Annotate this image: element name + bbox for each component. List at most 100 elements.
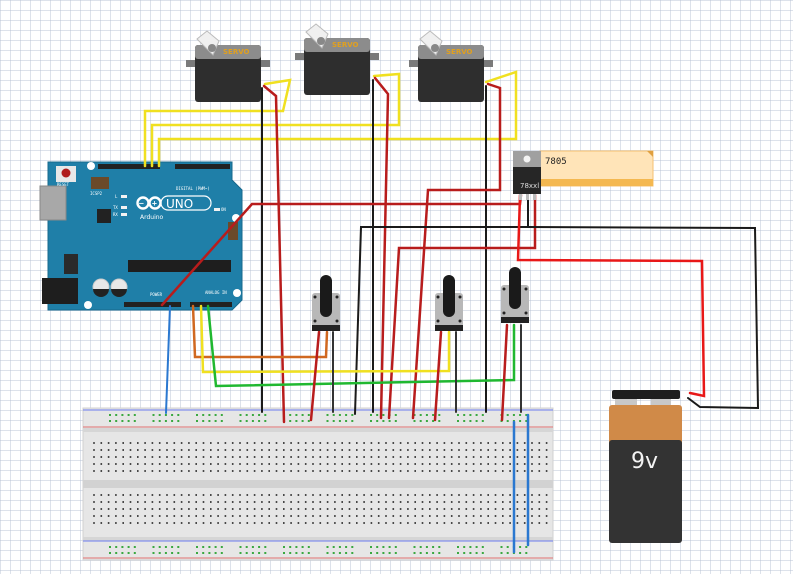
regulator-pin-input <box>519 194 522 200</box>
wire-pot2-power[interactable] <box>433 330 443 422</box>
terminal-hole <box>348 501 351 503</box>
rail-hole <box>251 414 254 416</box>
rail-hole <box>202 420 205 422</box>
rail-hole <box>506 414 509 416</box>
breadboard[interactable] <box>82 407 554 561</box>
terminal-hole <box>516 470 519 472</box>
terminal-hole <box>261 494 263 496</box>
rail-hole <box>171 552 174 554</box>
rail-hole <box>283 546 285 548</box>
terminal-hole <box>158 522 161 524</box>
rail-hole <box>388 546 391 548</box>
terminal-hole <box>509 508 511 510</box>
terminal-hole <box>399 463 402 465</box>
terminal-hole <box>348 456 351 458</box>
wire-pot1-power[interactable] <box>309 330 321 422</box>
terminal-hole <box>297 508 300 510</box>
potentiometer[interactable] <box>501 267 529 323</box>
terminal-hole <box>531 442 533 444</box>
terminal-hole <box>545 508 548 510</box>
led-tx <box>121 206 127 209</box>
regulator-pin-ground <box>526 194 529 200</box>
led-rx <box>121 213 127 216</box>
servo-motor[interactable]: SERVO <box>186 30 270 102</box>
terminal-hole <box>202 522 205 524</box>
pot-screw <box>436 319 440 323</box>
wire-servo1-power[interactable] <box>262 84 286 424</box>
wire-regulator-output[interactable] <box>387 193 537 420</box>
battery-9v[interactable]: 9v <box>609 390 682 543</box>
terminal-hole <box>502 449 504 451</box>
terminal-hole <box>283 508 285 510</box>
wire-regulator-ground[interactable] <box>354 194 529 415</box>
terminal-hole <box>363 449 365 451</box>
wire-analog-a1[interactable] <box>199 304 451 374</box>
terminal-hole <box>93 515 95 517</box>
terminal-hole <box>304 494 307 496</box>
rail-hole <box>419 414 422 416</box>
pot-knob[interactable] <box>320 275 332 317</box>
servo-shaft <box>317 37 325 45</box>
terminal-hole <box>261 456 263 458</box>
wire-servo3-power[interactable] <box>411 82 502 420</box>
rail-hole <box>419 420 422 422</box>
terminal-hole <box>202 463 205 465</box>
arduino-uno[interactable]: RESET DIGITAL (PWM~) ICSP2 L TX RX ON − … <box>39 161 243 311</box>
terminal-hole <box>93 470 95 472</box>
terminal-hole <box>312 442 314 444</box>
pot-knob[interactable] <box>509 267 521 309</box>
wire-battery-negative[interactable] <box>527 226 760 410</box>
terminal-hole <box>450 456 453 458</box>
voltage-regulator-7805[interactable]: 7805 78xxl <box>513 150 654 200</box>
terminal-hole <box>166 442 168 444</box>
potentiometer[interactable] <box>312 275 340 331</box>
terminal-hole <box>231 442 234 444</box>
terminal-hole <box>246 501 249 503</box>
terminal-hole <box>129 456 132 458</box>
regulator-pin-output <box>533 194 536 200</box>
wire-arduino-ground[interactable] <box>165 305 171 414</box>
terminal-hole <box>421 494 424 496</box>
servo-motor[interactable]: SERVO <box>295 23 379 95</box>
rail-hole <box>196 546 198 548</box>
terminal-hole <box>283 442 285 444</box>
wire-servo2-power[interactable] <box>373 76 390 420</box>
servo-shaft <box>431 44 439 52</box>
wire-servo2-signal[interactable] <box>150 72 401 168</box>
servo-motor[interactable]: SERVO <box>409 30 493 102</box>
terminal-hole <box>224 501 227 503</box>
rail-hole <box>525 414 528 416</box>
terminal-hole <box>370 449 373 451</box>
terminal-hole <box>523 442 526 444</box>
terminal-hole <box>414 522 416 524</box>
terminal-hole <box>129 463 132 465</box>
terminal-hole <box>224 522 227 524</box>
wire-pot3-power[interactable] <box>500 323 509 422</box>
rail-hole <box>158 552 161 554</box>
terminal-hole <box>545 501 548 503</box>
wire-analog-a0[interactable] <box>191 304 329 359</box>
terminal-hole <box>494 456 497 458</box>
terminal-hole <box>166 470 168 472</box>
terminal-hole <box>93 508 95 510</box>
voltage-regulator-chip <box>64 254 78 274</box>
terminal-hole <box>158 494 161 496</box>
servo-body <box>195 45 261 102</box>
battery-body <box>609 440 682 543</box>
wire-analog-a2[interactable] <box>206 304 516 388</box>
terminal-hole <box>334 501 336 503</box>
center-channel <box>83 480 553 488</box>
terminal-hole <box>115 501 117 503</box>
rail-hole <box>301 420 304 422</box>
wire-servo3-signal[interactable] <box>157 70 518 168</box>
wire-battery-positive[interactable] <box>516 193 706 398</box>
terminal-hole <box>275 470 278 472</box>
potentiometer[interactable] <box>435 275 463 331</box>
terminal-hole <box>173 501 176 503</box>
wire-servo1-signal[interactable] <box>143 78 292 168</box>
terminal-hole <box>137 522 139 524</box>
terminal-hole <box>502 522 504 524</box>
terminal-hole <box>275 456 278 458</box>
terminal-hole <box>458 522 460 524</box>
pot-knob[interactable] <box>443 275 455 317</box>
